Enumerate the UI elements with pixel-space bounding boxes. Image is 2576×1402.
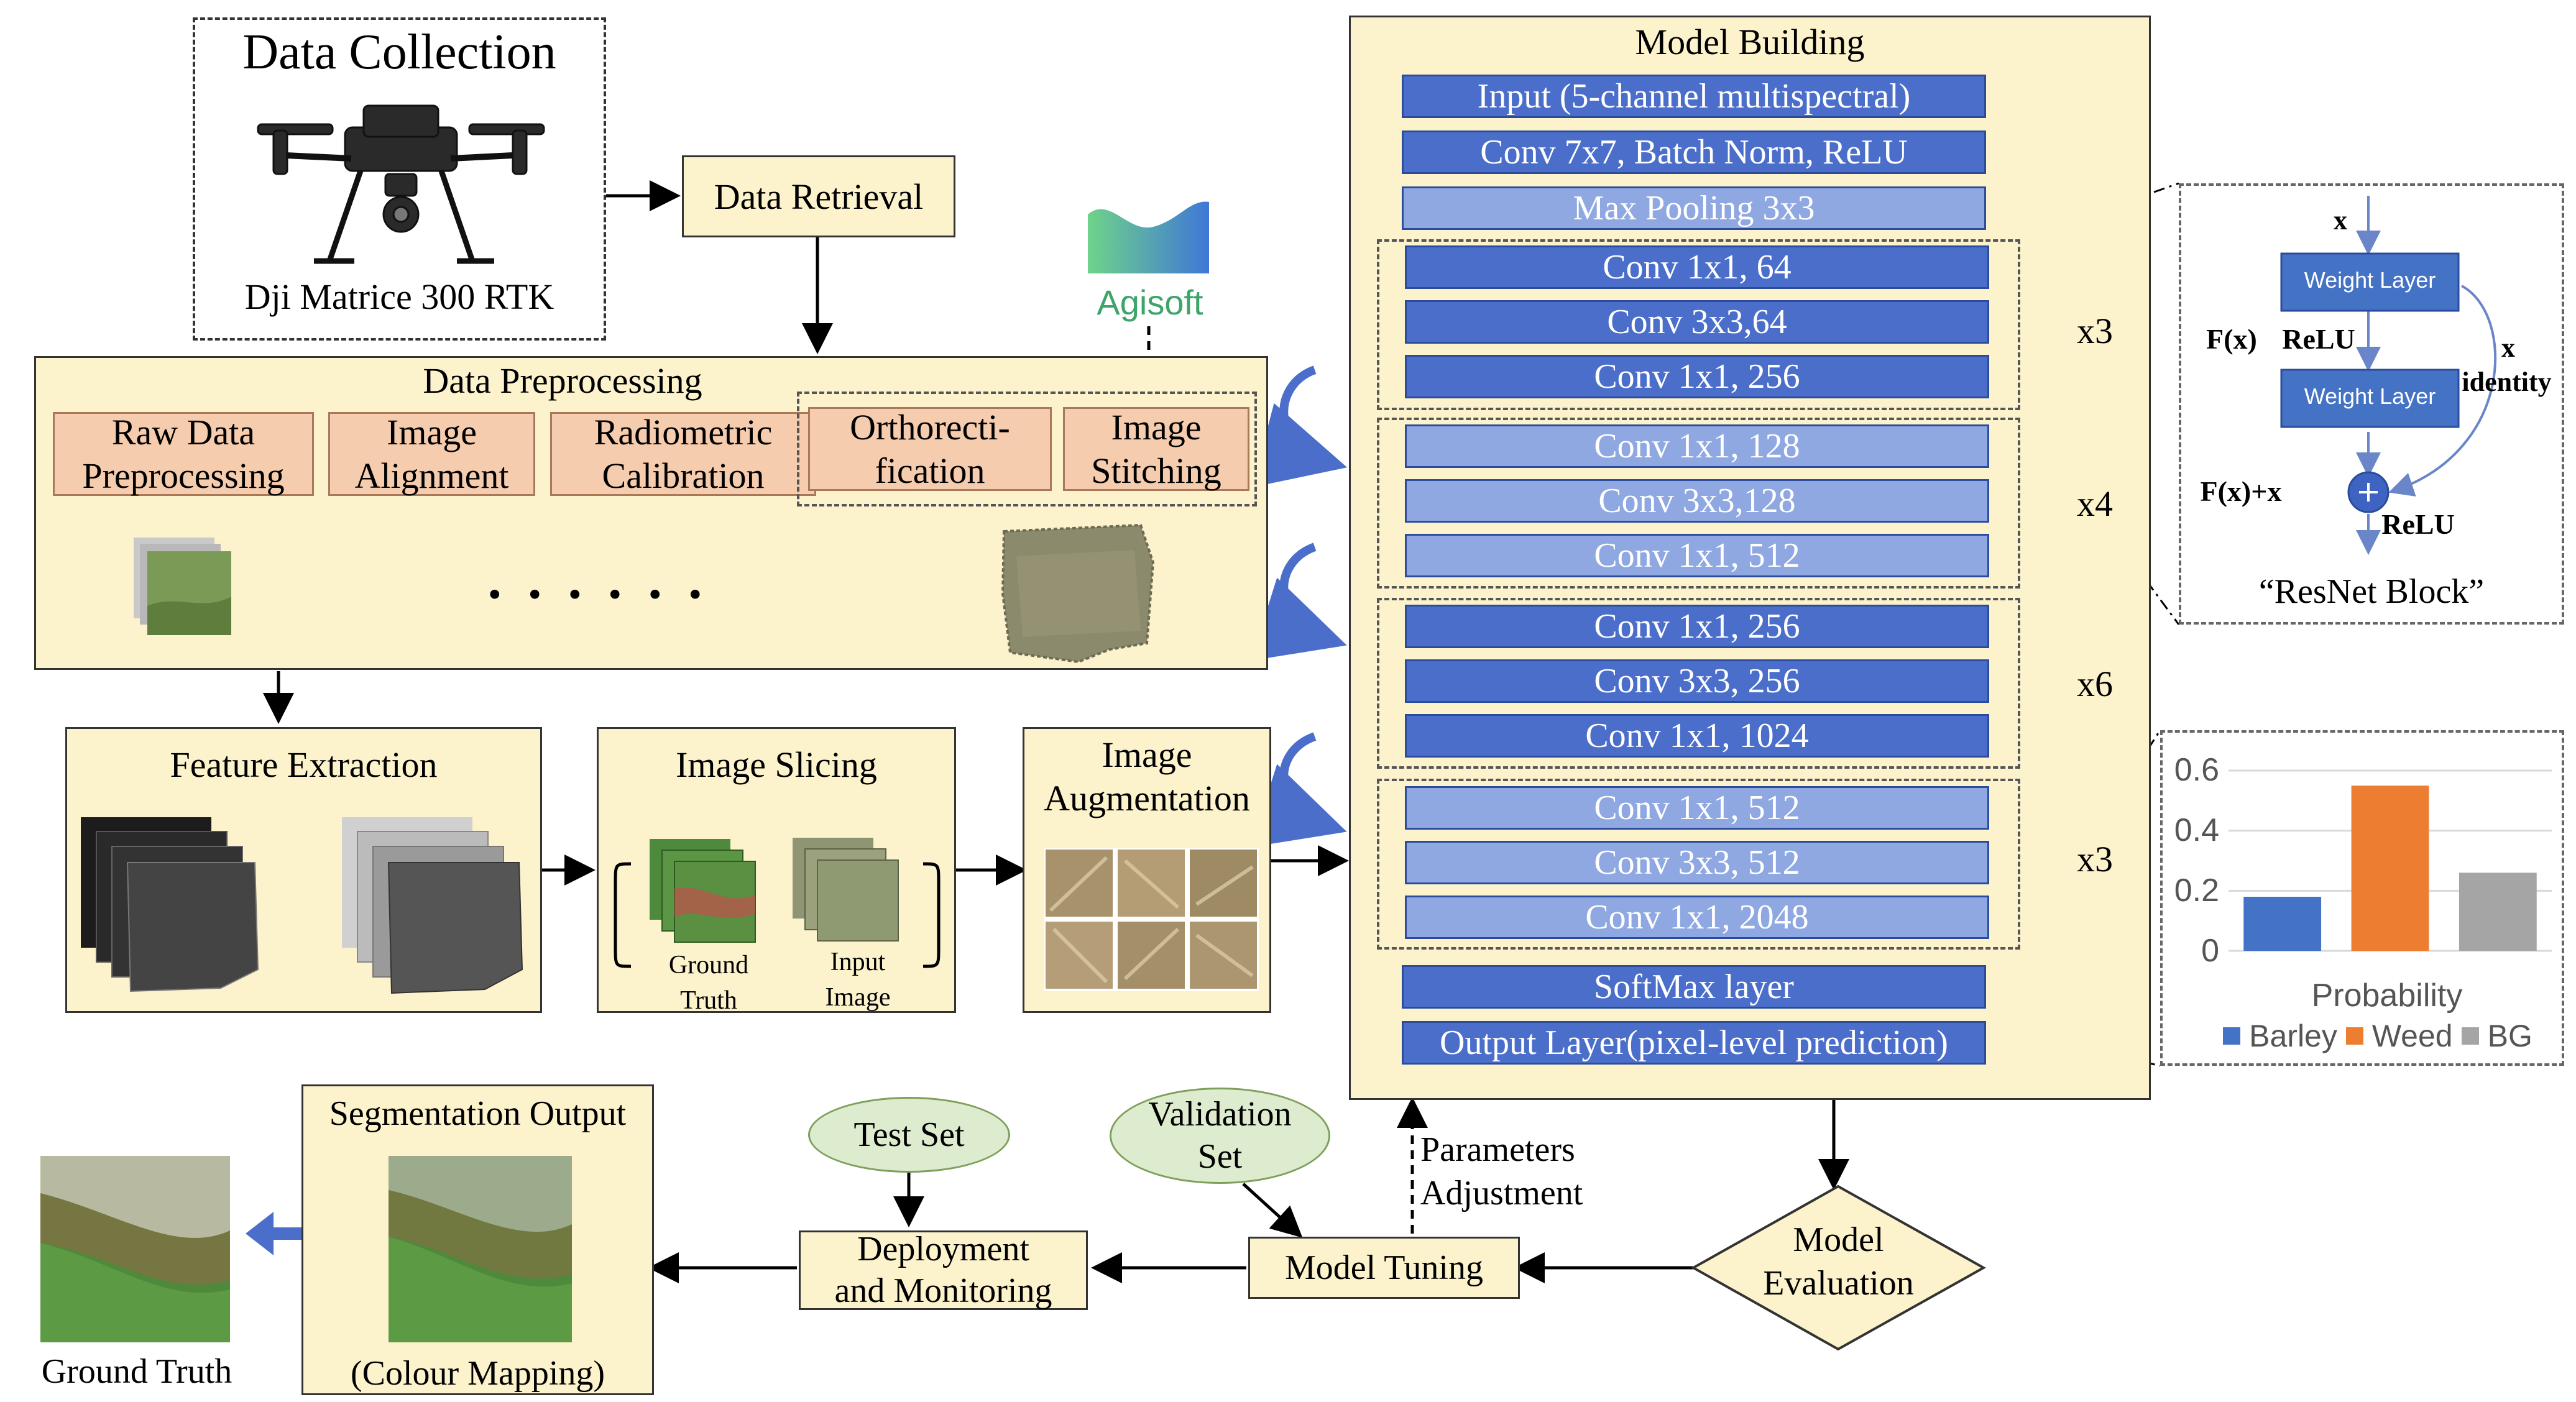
- bar-bg: [2459, 873, 2537, 951]
- block1-repeat: x3: [2077, 311, 2113, 351]
- resnet-identity-label: identity: [2462, 367, 2552, 397]
- ytick-label-0: 0: [2201, 933, 2219, 969]
- legend-label-bg: BG: [2487, 1019, 2532, 1053]
- curved-arrow-3: [1251, 732, 1347, 847]
- block1-layer2: Conv 3x3,64: [1405, 300, 1989, 344]
- block4-layer1: Conv 1x1, 512: [1405, 786, 1989, 830]
- segmentation-output-image: [389, 1156, 572, 1342]
- data-collection-title: Data Collection: [242, 25, 556, 80]
- probability-chart: [2229, 769, 2552, 952]
- dark-feature-stack-icon: [81, 817, 259, 992]
- preprocessing-ellipsis: · · · · · ·: [485, 564, 709, 625]
- ground-truth-tile-label: Ground Truth: [668, 951, 749, 1015]
- ytick-label-0.4: 0.4: [2174, 812, 2219, 848]
- resnet-block-diagram: [2280, 196, 2497, 555]
- gray-feature-stack-icon: [342, 817, 523, 994]
- block2-layer1: Conv 1x1, 128: [1405, 424, 1989, 468]
- drone-caption: Dji Matrice 300 RTK: [244, 277, 554, 317]
- resblock-group-2: [1377, 418, 2020, 589]
- validation-set-node: Validation Set: [1110, 1088, 1330, 1184]
- ground-truth-label: Ground Truth: [41, 1352, 232, 1391]
- resblock-group-3: [1377, 598, 2020, 769]
- layer-softmax: SoftMax layer: [1402, 965, 1986, 1009]
- resblock-group-4: [1377, 779, 2020, 950]
- agisoft-steps-group: [797, 392, 1257, 506]
- layer-maxpool: Max Pooling 3x3: [1402, 186, 1986, 230]
- resnet-identity-x: x: [2501, 332, 2515, 363]
- agisoft-logo-icon: [1088, 201, 1209, 273]
- chart-legend: Barley Weed BG: [2197, 1017, 2558, 1055]
- input-image-tile-label: Input Image: [825, 948, 891, 1012]
- resnet-relu-out: ReLU: [2381, 508, 2455, 540]
- model-building-title: Model Building: [1635, 22, 1865, 62]
- data-preprocessing-title: Data Preprocessing: [423, 360, 702, 401]
- resnet-weight-layer-1: Weight Layer: [2304, 267, 2436, 293]
- block1-layer1: Conv 1x1, 64: [1405, 245, 1989, 289]
- block4-layer3: Conv 1x1, 2048: [1405, 896, 1989, 939]
- resnet-relu-mid: ReLU: [2282, 323, 2355, 355]
- drone-icon: [257, 104, 545, 264]
- legend-swatch-bg: [2461, 1027, 2479, 1045]
- ground-truth-image: [40, 1156, 230, 1342]
- model-tuning-box: Model Tuning: [1248, 1237, 1520, 1299]
- chart-xlabel: Probability: [2311, 978, 2463, 1014]
- ytick-label-0.6: 0.6: [2174, 752, 2219, 788]
- resnet-fx-plus-x: F(x)+x: [2200, 475, 2282, 507]
- ytick-label-0.2: 0.2: [2174, 873, 2219, 909]
- bar-weed: [2351, 786, 2429, 951]
- layer-conv7: Conv 7x7, Batch Norm, ReLU: [1402, 131, 1986, 174]
- model-evaluation-label: Model Evaluation: [1763, 1221, 1914, 1303]
- segmentation-output-subtitle: (Colour Mapping): [350, 1354, 605, 1393]
- data-retrieval-box: Data Retrieval: [682, 155, 955, 237]
- layer-input: Input (5-channel multispectral): [1402, 75, 1986, 118]
- curved-arrow-2: [1251, 543, 1347, 661]
- resnet-input-x: x: [2334, 205, 2347, 236]
- resblock-group-1: [1377, 239, 2020, 410]
- block4-layer2: Conv 3x3, 512: [1405, 841, 1989, 884]
- resnet-weight-layer-2: Weight Layer: [2304, 383, 2436, 409]
- chart-bars: [2243, 786, 2537, 951]
- step-image-alignment: Image Alignment: [328, 412, 535, 496]
- ground-truth-tiles-icon: [650, 839, 756, 943]
- agisoft-logo-text: Agisoft: [1097, 283, 1203, 322]
- zoom-line-bottom: [2019, 410, 2180, 625]
- raw-image-stack-icon: [134, 538, 231, 635]
- block3-layer3: Conv 1x1, 1024: [1405, 714, 1989, 758]
- image-slicing-title: Image Slicing: [676, 745, 877, 785]
- image-augmentation-title: Image Augmentation: [1044, 735, 1250, 818]
- model-evaluation-diamond: [1691, 1184, 1986, 1351]
- block2-layer3: Conv 1x1, 512: [1405, 534, 1989, 577]
- legend-swatch-weed: [2345, 1027, 2363, 1045]
- curved-arrow-1: [1251, 365, 1348, 488]
- parameters-adjustment-label: Parameters Adjustment: [1420, 1130, 1583, 1212]
- layer-output: Output Layer(pixel-level prediction): [1402, 1021, 1986, 1065]
- resnet-block-caption: “ResNet Block”: [2258, 572, 2485, 611]
- legend-label-weed: Weed: [2371, 1019, 2453, 1053]
- block2-repeat: x4: [2077, 483, 2113, 524]
- arrow-validation-tuning: [1242, 1183, 1303, 1238]
- deployment-monitoring-box: Deployment and Monitoring: [799, 1230, 1088, 1310]
- bar-barley: [2243, 897, 2322, 951]
- step-image-stitching: Image Stitching: [1063, 407, 1249, 491]
- block3-repeat: x6: [2077, 664, 2113, 704]
- block3-layer2: Conv 3x3, 256: [1405, 659, 1989, 703]
- segmentation-output-title: Segmentation Output: [329, 1094, 627, 1133]
- block3-layer1: Conv 1x1, 256: [1405, 605, 1989, 648]
- input-image-tiles-icon: [793, 838, 899, 942]
- orthomosaic-icon: [1001, 523, 1155, 664]
- augmented-images-grid-icon: [1044, 848, 1259, 991]
- resnet-fx-label: F(x): [2206, 323, 2257, 355]
- legend-swatch-barley: [2223, 1027, 2241, 1045]
- block2-layer2: Conv 3x3,128: [1405, 479, 1989, 523]
- legend-label-barley: Barley: [2249, 1019, 2337, 1053]
- block4-repeat: x3: [2077, 839, 2113, 879]
- step-orthorectification: Orthorecti- fication: [808, 407, 1052, 491]
- slicing-bracket-group: [614, 862, 941, 968]
- step-radiometric-calibration: Radiometric Calibration: [550, 412, 816, 496]
- step-raw-data-preprocessing: Raw Data Preprocessing: [53, 412, 314, 496]
- block1-layer3: Conv 1x1, 256: [1405, 355, 1989, 398]
- test-set-node: Test Set: [808, 1097, 1010, 1173]
- feature-extraction-title: Feature Extraction: [170, 745, 438, 785]
